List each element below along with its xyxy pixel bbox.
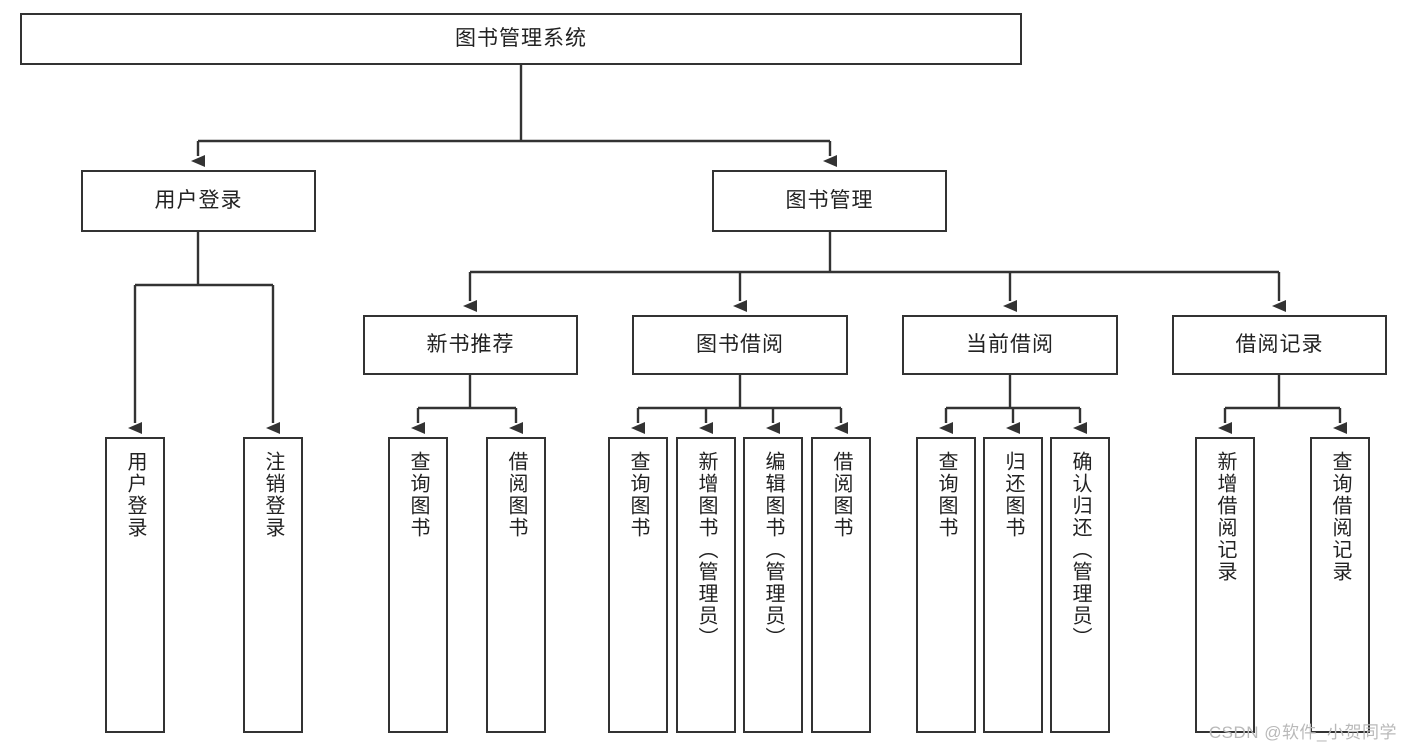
link-currentborrow-children <box>939 375 1087 434</box>
leaf-confirm-return[interactable]: 确认归还（管理员） <box>1050 437 1110 733</box>
leaf-confirm-return-label: 确认归还（管理员） <box>1069 451 1091 649</box>
leaf-logout[interactable]: 注销登录 <box>243 437 303 733</box>
link-bookborrow-children <box>631 375 848 434</box>
leaf-edit-book[interactable]: 编辑图书（管理员） <box>743 437 803 733</box>
leaf-add-record-label: 新增借阅记录 <box>1214 451 1236 583</box>
node-borrow-record-label: 借阅记录 <box>1235 332 1324 356</box>
leaf-query-book-borrow-label: 查询图书 <box>627 451 649 539</box>
leaf-query-book-cur[interactable]: 查询图书 <box>916 437 976 733</box>
node-book-borrow-label: 图书借阅 <box>696 332 784 356</box>
leaf-return-book-label: 归还图书 <box>1002 451 1024 539</box>
leaf-borrow-book-rec-label: 借阅图书 <box>505 451 527 539</box>
leaf-query-record-label: 查询借阅记录 <box>1329 451 1351 583</box>
node-current-borrow[interactable]: 当前借阅 <box>902 315 1118 375</box>
leaf-user-login[interactable]: 用户登录 <box>105 437 165 733</box>
leaf-borrow-book[interactable]: 借阅图书 <box>811 437 871 733</box>
leaf-logout-label: 注销登录 <box>262 451 284 539</box>
link-bookmanage-children <box>463 232 1286 312</box>
leaf-query-book-rec[interactable]: 查询图书 <box>388 437 448 733</box>
node-book-manage[interactable]: 图书管理 <box>712 170 947 232</box>
node-user-login[interactable]: 用户登录 <box>81 170 316 232</box>
leaf-add-book-label: 新增图书（管理员） <box>695 451 717 649</box>
csdn-watermark: CSDN @软件_小贺同学 <box>1208 723 1397 742</box>
node-root[interactable]: 图书管理系统 <box>20 13 1022 65</box>
leaf-add-book[interactable]: 新增图书（管理员） <box>676 437 736 733</box>
node-root-label: 图书管理系统 <box>455 26 587 50</box>
node-new-book-rec-label: 新书推荐 <box>426 332 515 356</box>
leaf-query-book-rec-label: 查询图书 <box>407 451 429 539</box>
leaf-borrow-book-rec[interactable]: 借阅图书 <box>486 437 546 733</box>
link-root-bus <box>191 65 837 167</box>
leaf-user-login-label: 用户登录 <box>124 451 146 539</box>
node-book-manage-label: 图书管理 <box>785 188 874 212</box>
link-newbookrec-children <box>411 375 523 434</box>
node-book-borrow[interactable]: 图书借阅 <box>632 315 848 375</box>
leaf-query-book-cur-label: 查询图书 <box>935 451 957 539</box>
leaf-query-book-borrow[interactable]: 查询图书 <box>608 437 668 733</box>
leaf-add-record[interactable]: 新增借阅记录 <box>1195 437 1255 733</box>
link-borrowrecord-children <box>1218 375 1347 434</box>
node-user-login-label: 用户登录 <box>154 188 243 212</box>
node-borrow-record[interactable]: 借阅记录 <box>1172 315 1387 375</box>
node-new-book-rec[interactable]: 新书推荐 <box>363 315 578 375</box>
leaf-edit-book-label: 编辑图书（管理员） <box>762 451 784 649</box>
node-current-borrow-label: 当前借阅 <box>966 332 1054 356</box>
leaf-return-book[interactable]: 归还图书 <box>983 437 1043 733</box>
link-userlogin-children <box>128 232 280 434</box>
leaf-borrow-book-label: 借阅图书 <box>830 451 852 539</box>
leaf-query-record[interactable]: 查询借阅记录 <box>1310 437 1370 733</box>
